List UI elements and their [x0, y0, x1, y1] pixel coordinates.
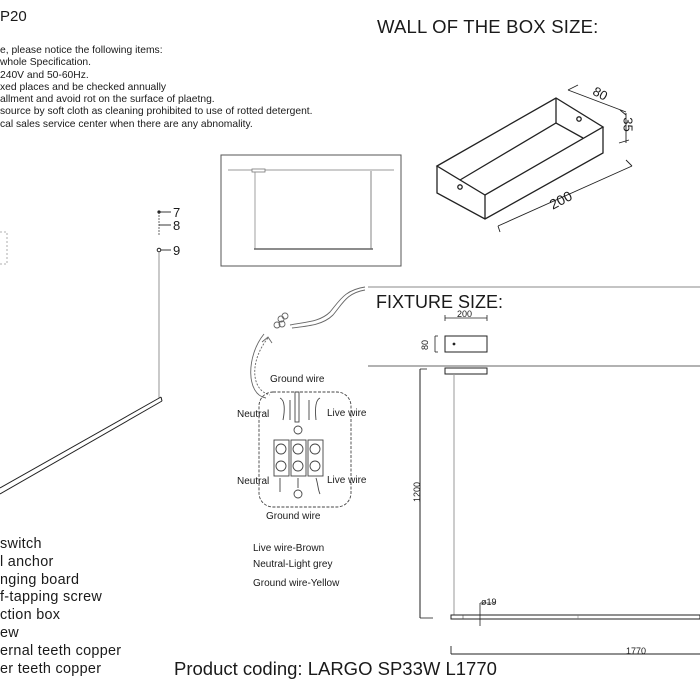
notice-line: e, please notice the following items:	[0, 45, 163, 56]
product-coding: Product coding: LARGO SP33W L1770	[174, 658, 497, 679]
wall-box-height-label: 35	[620, 117, 636, 132]
ground-wire-top-label: Ground wire	[270, 374, 325, 385]
model-title-fragment: P20	[0, 8, 27, 25]
parts-list: switch l anchor nging board f-tapping sc…	[0, 536, 121, 678]
parts-item: l anchor	[0, 553, 54, 570]
junction-box-fragment	[0, 231, 8, 265]
legend-neutral: Neutral-Light grey	[253, 559, 333, 570]
parts-item: ernal teeth copper	[0, 642, 122, 659]
fixture-size-title: FIXTURE SIZE:	[376, 292, 504, 312]
notice-line: allment and avoid rot on the surface of …	[0, 94, 215, 106]
drop-height-label: 1200	[412, 481, 423, 503]
parts-item: ction box	[0, 607, 61, 624]
neutral-bottom-label: Neutral	[237, 476, 270, 487]
wire-bundle	[250, 286, 366, 399]
preview-frame	[220, 154, 402, 267]
parts-item: nging board	[0, 571, 80, 588]
parts-item: er teeth copper	[0, 660, 102, 677]
parts-item: f-tapping screw	[0, 589, 103, 606]
notice-line: cal sales service center when there are …	[0, 118, 253, 130]
suspension-cable	[156, 210, 171, 398]
safety-notice: e, please notice the following items: wh…	[0, 45, 313, 131]
legend-live: Live wire-Brown	[253, 543, 325, 554]
ground-wire-bottom-label: Ground wire	[266, 511, 321, 522]
terminal-block	[258, 391, 352, 508]
notice-line: xed places and be checked annually	[0, 81, 167, 93]
parts-item: switch	[0, 536, 42, 552]
canopy-width-label: 200	[457, 309, 473, 319]
wall-box-title: WALL OF THE BOX SIZE:	[377, 16, 599, 37]
live-wire-bottom-label: Live wire	[327, 475, 367, 486]
bar-length-label: 1770	[626, 646, 647, 656]
wall-box-dimensions	[497, 84, 633, 233]
canopy-depth-label: 80	[420, 339, 431, 351]
callout-7: 7	[173, 205, 181, 220]
fixture-drawing	[368, 286, 700, 655]
neutral-top-label: Neutral	[237, 409, 270, 420]
wall-box-drawing	[435, 97, 605, 220]
notice-line: source by soft cloth as cleaning prohibi…	[0, 106, 313, 118]
notice-line: whole Specification.	[0, 57, 92, 69]
live-wire-top-label: Live wire	[327, 408, 367, 419]
parts-item: ew	[0, 624, 19, 641]
wire-color-legend: Live wire-Brown Neutral-Light grey Groun…	[253, 541, 339, 592]
bar-diameter-label: ø19	[481, 597, 497, 607]
callout-9: 9	[173, 243, 181, 258]
notice-line: 240V and 50-60Hz.	[0, 69, 89, 81]
legend-ground: Ground wire-Yellow	[253, 578, 340, 589]
callout-8: 8	[173, 218, 181, 233]
light-bar-perspective	[0, 396, 163, 495]
